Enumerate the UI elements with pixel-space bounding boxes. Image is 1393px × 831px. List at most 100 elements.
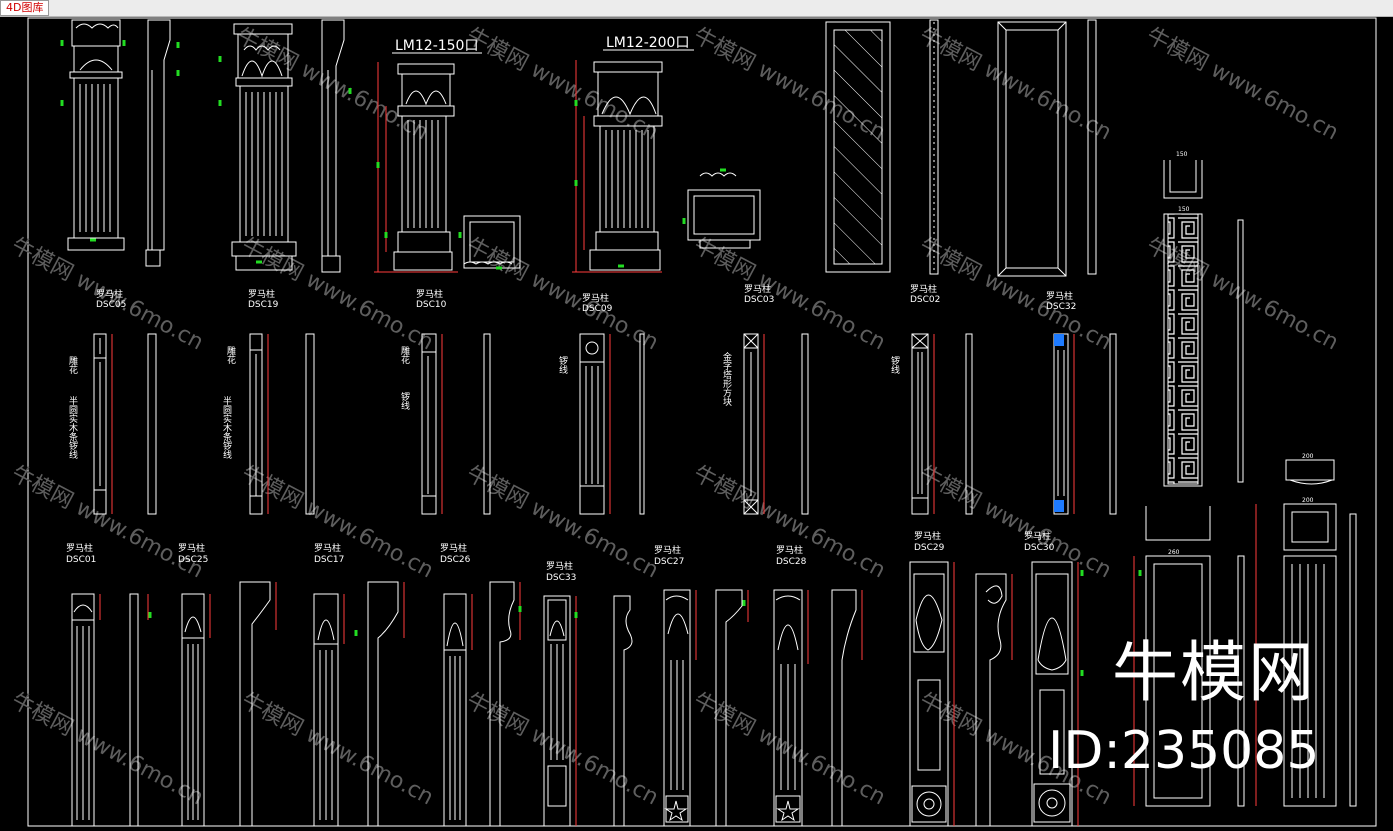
watermark-text: 牛模网 www.6mo.cn: [462, 688, 662, 810]
column-lm12-200[interactable]: [589, 61, 663, 271]
pilaster-dsc32[interactable]: [1053, 333, 1117, 515]
row3-labels: 罗马柱 DSC01 罗马柱 DSC25 罗马柱 DSC17 罗马柱 DSC26 …: [66, 530, 1055, 583]
label-title: 罗马柱: [1024, 530, 1051, 542]
dimension-marks: [376, 162, 502, 270]
column-dsc17[interactable]: [313, 581, 399, 827]
pilaster-dsc03[interactable]: [743, 333, 809, 515]
hatched-panel[interactable]: [825, 21, 891, 273]
label-code: DSC19: [248, 300, 279, 310]
label-title: 罗马柱: [248, 288, 275, 300]
selection-grip[interactable]: [1054, 334, 1064, 346]
watermark-text: 牛模网 www.6mo.cn: [915, 233, 1115, 355]
column-lm12-150[interactable]: [393, 63, 455, 271]
label-code: DSC28: [776, 557, 807, 567]
annotation-text: 雕花: [399, 345, 410, 365]
label-title: 罗马柱: [910, 283, 937, 295]
column-lm12-200-section[interactable]: [687, 172, 761, 249]
column-dsc05-elevation[interactable]: [67, 19, 125, 251]
pilaster-dsc05[interactable]: [93, 333, 157, 515]
column-dsc05-side[interactable]: [145, 19, 171, 267]
watermark-logo-text: 牛模网: [1112, 634, 1316, 711]
watermark-text: 牛模网 www.6mo.cn: [689, 688, 889, 810]
row2-annotations: 雕花 半圆实木条锣线 雕花 半圆实木条锣线 雕花 锣线 锣线 金字塔形方块 锣线: [67, 345, 900, 459]
watermark-text: 牛模网 www.6mo.cn: [915, 23, 1115, 145]
column-dsc25[interactable]: [181, 581, 271, 827]
greek-key-panel[interactable]: [1163, 213, 1203, 487]
cad-canvas[interactable]: 牛模网 www.6mo.cn 牛模网 www.6mo.cn 牛模网 www.6m…: [0, 16, 1393, 831]
label-title: 罗马柱: [654, 544, 681, 556]
watermark-text: 牛模网 www.6mo.cn: [237, 688, 437, 810]
column-dsc29[interactable]: [909, 561, 1007, 827]
column-dsc19-elevation[interactable]: [231, 23, 297, 271]
cabinet-side-section[interactable]: [1145, 506, 1245, 807]
label-title: 罗马柱: [1046, 290, 1073, 302]
column-dsc19-side[interactable]: [321, 19, 345, 273]
watermark-text: 牛模网 www.6mo.cn: [915, 461, 1115, 583]
cabinet-front-pilaster[interactable]: [1283, 459, 1357, 807]
annotation-text: 锣线: [399, 391, 410, 410]
column-dsc26[interactable]: [443, 581, 515, 827]
label-code: DSC03: [744, 295, 774, 305]
label-code: DSC30: [1024, 543, 1055, 553]
raised-panel-side[interactable]: [1087, 19, 1097, 275]
dimension-lines: [99, 504, 1257, 826]
dimension-label: 260: [1168, 549, 1180, 556]
row1-labels: 罗马柱 DSC05 罗马柱 DSC19 罗马柱 DSC10 罗马柱 DSC09 …: [96, 283, 1076, 314]
annotation-text: 金字塔形方块: [721, 351, 732, 407]
label-code: DSC05: [96, 300, 126, 310]
dimension-lines: [374, 62, 458, 273]
column-lm12-150-section[interactable]: [463, 215, 521, 269]
column-dsc01[interactable]: [71, 593, 139, 827]
dimension-marks: [148, 570, 1142, 676]
watermark-text: 牛模网 www.6mo.cn: [7, 688, 207, 810]
pilaster-dsc09[interactable]: [579, 333, 645, 515]
label-title: 罗马柱: [914, 530, 941, 542]
annotation-text: 雕花: [67, 355, 78, 375]
label-code: DSC32: [1046, 302, 1076, 312]
label-code: DSC33: [546, 573, 576, 583]
label-title: 罗马柱: [66, 542, 93, 554]
watermark-text: 牛模网 www.6mo.cn: [7, 461, 207, 583]
annotation-text: 锣线: [557, 355, 568, 374]
column-dsc27[interactable]: [663, 589, 743, 827]
column-dsc33[interactable]: [543, 595, 633, 827]
dimension-label: 200: [1302, 497, 1314, 504]
label-code: DSC17: [314, 555, 344, 565]
annotation-text: 雕花: [225, 345, 236, 365]
watermark-text: 牛模网 www.6mo.cn: [462, 233, 662, 355]
column-dsc30[interactable]: [1031, 561, 1073, 827]
dimension-label: 150: [1176, 151, 1188, 158]
label-title: 罗马柱: [440, 542, 467, 554]
fret-cap-section[interactable]: [1163, 160, 1203, 199]
label-code: DSC27: [654, 557, 684, 567]
label-title: 罗马柱: [314, 542, 341, 554]
label-title: 罗马柱: [178, 542, 205, 554]
dimension-marks: [60, 40, 180, 242]
pilaster-dsc02[interactable]: [911, 333, 973, 515]
label-code: DSC02: [910, 295, 940, 305]
label-code: DSC10: [416, 300, 447, 310]
annotation-text: 半圆实木条锣线: [67, 395, 78, 459]
label-code: DSC01: [66, 555, 96, 565]
title-bar: 4D图库: [0, 0, 1393, 17]
panel-side-profile[interactable]: [929, 19, 939, 275]
dimension-marks: [574, 100, 726, 268]
annotation-text: 锣线: [889, 355, 900, 374]
pilaster-dsc19[interactable]: [249, 333, 315, 515]
label-code: DSC09: [582, 304, 613, 314]
greek-key-panel-side[interactable]: [1237, 219, 1244, 483]
label-title: 罗马柱: [776, 544, 803, 556]
label-title: 罗马柱: [744, 283, 771, 295]
dimension-lines: [111, 334, 1075, 514]
selection-grip[interactable]: [1054, 500, 1064, 512]
label-title: 罗马柱: [416, 288, 443, 300]
label-title: 罗马柱: [546, 560, 573, 572]
raised-panel[interactable]: [997, 21, 1067, 277]
dimension-label: 150: [1178, 206, 1190, 213]
label-code: DSC29: [914, 543, 945, 553]
drawing-tab[interactable]: 4D图库: [0, 0, 50, 16]
pilaster-dsc10[interactable]: [421, 333, 491, 515]
heading-lm12-150: LM12-150口: [395, 38, 478, 54]
label-title: 罗马柱: [582, 292, 609, 304]
column-dsc28[interactable]: [773, 589, 857, 827]
